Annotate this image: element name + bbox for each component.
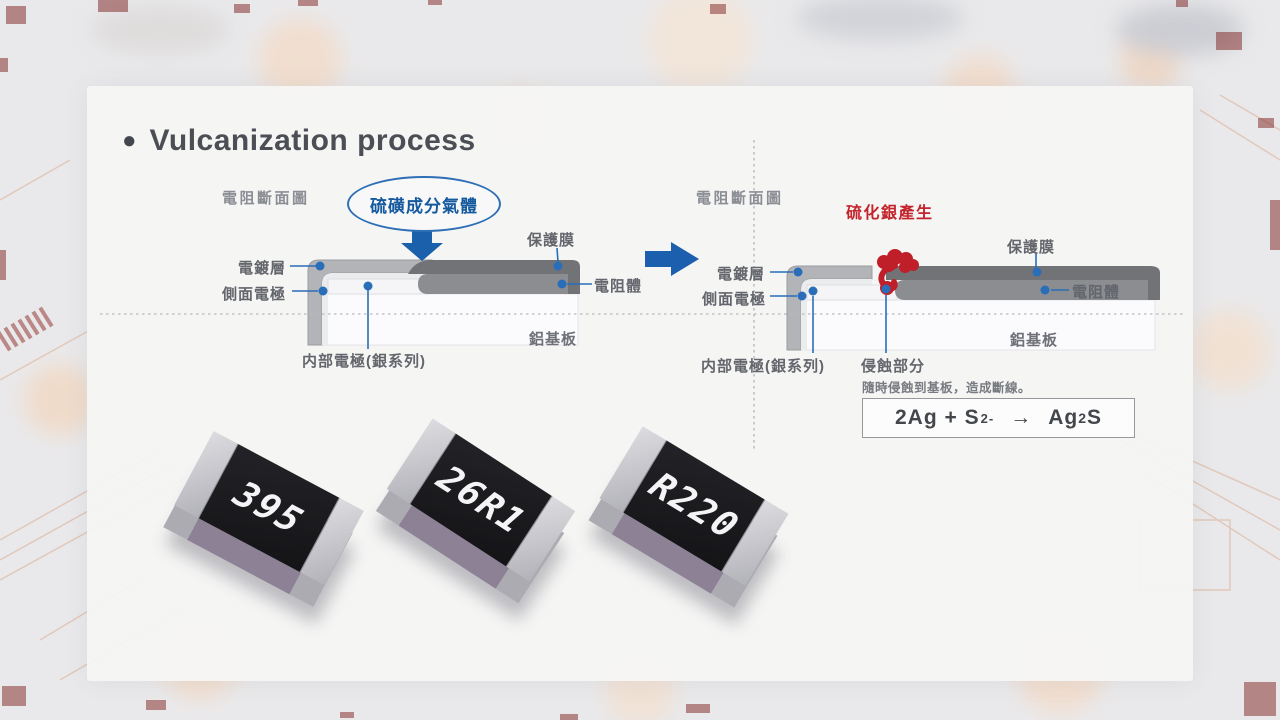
left-label-plating: 電鍍層 (238, 260, 287, 277)
left-label-substrate: 鋁基板 (529, 331, 578, 348)
formula-rhs-s: S (1086, 406, 1102, 429)
right-label-substrate: 鋁基板 (1010, 332, 1059, 349)
left-leader-lines (290, 247, 592, 349)
formula-lhs: 2Ag + S (895, 406, 980, 429)
sulfur-gas-label: 硫磺成分氣體 (370, 196, 478, 216)
chip-marking: 395 (226, 474, 312, 542)
right-label-internal-electrode: 内部電極(銀系列) (701, 358, 825, 375)
left-label-protective-film: 保護膜 (527, 232, 576, 249)
left-label-side-electrode: 側面電極 (222, 286, 287, 303)
right-label-resistor-body: 電阻體 (1072, 284, 1121, 301)
right-label-plating: 電鍍層 (717, 266, 766, 283)
chip-resistor-26R1: 26R1 (375, 418, 576, 604)
left-label-internal-electrode: 内部電極(銀系列) (302, 353, 426, 370)
gas-down-arrow-icon (401, 231, 443, 261)
resistor-body-shape (418, 274, 568, 294)
transition-right-arrow-icon (645, 242, 699, 276)
right-label-side-electrode: 側面電極 (702, 291, 767, 308)
right-label-protective-film: 保護膜 (1007, 239, 1056, 256)
page-title: ● Vulcanization process (122, 124, 476, 158)
internal-electrode-shape (327, 278, 429, 295)
substrate-shape (804, 299, 1156, 351)
chip-resistor-395: 395 (163, 431, 364, 607)
left-callout-dots (315, 261, 567, 296)
protective-film-shape (886, 266, 1160, 300)
formula-superscript: 2- (980, 410, 995, 426)
right-cross-section (786, 249, 1160, 351)
right-leader-lines (770, 253, 1069, 353)
left-label-resistor-body: 電阻體 (594, 278, 643, 295)
silver-sulfide-headline: 硫化銀產生 (846, 205, 934, 222)
right-label-eroded-part: 侵蝕部分 (861, 358, 926, 375)
ic-pin-marks (0, 306, 54, 352)
sulfur-gas-bubble: 硫磺成分氣體 (347, 176, 501, 232)
resistor-body-shape (895, 280, 1148, 300)
substrate-shape (321, 293, 579, 346)
title-bullet-icon: ● (122, 127, 137, 154)
title-text: Vulcanization process (149, 124, 476, 157)
formula-ag: Ag (1048, 406, 1079, 429)
right-diagram-caption: 電阻斷面圖 (696, 190, 784, 207)
right-callout-dots (793, 267, 1050, 301)
protective-film-shape (408, 260, 580, 294)
formula-arrow: → (1010, 406, 1033, 429)
erosion-note: 隨時侵蝕到基板，造成斷線。 (862, 381, 1032, 395)
left-cross-section (307, 259, 580, 346)
left-diagram-caption: 電阻斷面圖 (222, 190, 310, 207)
formula-subscript: 2 (1078, 410, 1087, 426)
chip-resistor-R220: R220 (588, 426, 789, 608)
